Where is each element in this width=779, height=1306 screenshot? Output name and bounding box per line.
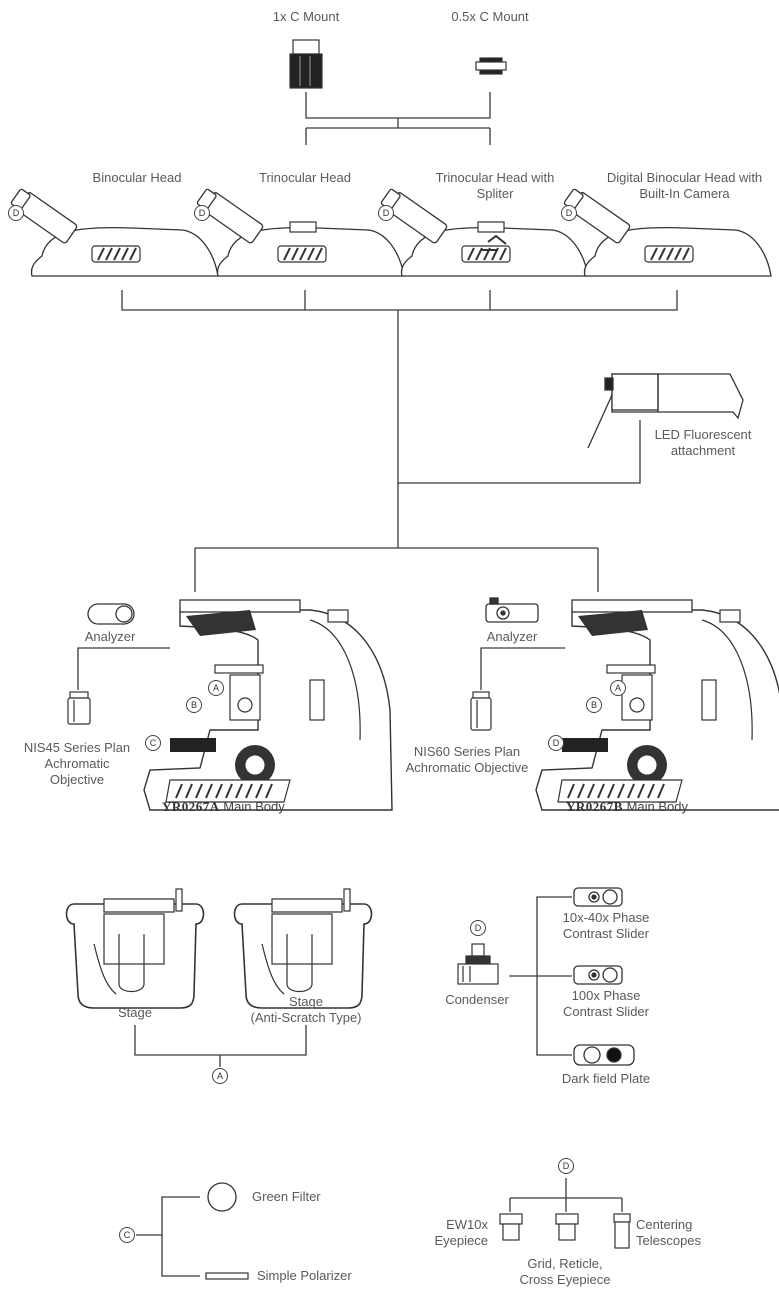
- centering-telescope-drawing: [613, 1213, 631, 1249]
- objective-a-line3: Objective: [49, 772, 105, 787]
- main-body-b-suffix: Main Body: [622, 799, 688, 814]
- marker-d-digital: D: [561, 205, 577, 221]
- centering-line1: Centering: [636, 1217, 693, 1232]
- marker-d-binocular: D: [8, 205, 24, 221]
- objective-b-drawing: [470, 691, 492, 731]
- phase-slider-10x40x-drawing: [573, 887, 623, 907]
- trinocular-splitter-head-label: Trinocular Head with Spliter: [415, 170, 575, 202]
- heads-connector: [121, 290, 678, 548]
- c-mount-1x-drawing: [289, 39, 323, 89]
- marker-b-body-b: B: [586, 697, 602, 713]
- objective-a-connector: [77, 647, 170, 690]
- marker-a-body-b: A: [610, 680, 626, 696]
- marker-d-eyepieces: D: [558, 1158, 574, 1174]
- marker-d-body-b: D: [548, 735, 564, 751]
- led-fluorescent-label: LED Fluorescent attachment: [648, 427, 758, 459]
- stages-connector: [134, 1025, 307, 1067]
- phase-slider-10x40x-label: 10x-40x Phase Contrast Slider: [548, 910, 664, 942]
- filter-connector: [136, 1196, 200, 1277]
- binocular-head-drawing: [8, 185, 219, 277]
- objective-a-label: NIS45 Series Plan Achromatic Objective: [10, 740, 144, 788]
- objective-a-drawing: [67, 691, 91, 725]
- grid-eyepiece-drawing: [555, 1213, 579, 1241]
- stage-anti-scratch-label: Stage (Anti-Scratch Type): [236, 994, 376, 1026]
- eyepiece-connector: [509, 1178, 623, 1212]
- ew10x-eyepiece-label: EW10x Eyepiece: [430, 1217, 488, 1249]
- mount-connector: [305, 92, 491, 145]
- stage-anti-scratch-drawing: [233, 888, 373, 1009]
- phase-slider-10x40x-line2: Contrast Slider: [563, 926, 649, 941]
- fluor-connector: [398, 420, 641, 484]
- main-body-b-label: YR0267B Main Body: [566, 799, 688, 815]
- analyzer-b-drawing: [485, 597, 539, 623]
- dark-field-plate-drawing: [573, 1044, 635, 1066]
- analyzer-b-label: Analyzer: [486, 629, 538, 644]
- analyzer-a-drawing: [87, 603, 135, 625]
- main-body-b-model: YR0267B: [566, 799, 623, 814]
- marker-a-stages: A: [212, 1068, 228, 1084]
- phase-slider-100x-line2: Contrast Slider: [563, 1004, 649, 1019]
- marker-d-condenser: D: [470, 920, 486, 936]
- dark-field-plate-label: Dark field Plate: [561, 1071, 651, 1086]
- centering-telescope-label: Centering Telescopes: [636, 1217, 701, 1249]
- digital-head-line2: Built-In Camera: [639, 186, 730, 201]
- objective-b-line2: Achromatic Objective: [405, 760, 529, 775]
- objective-a-line1: NIS45 Series Plan: [23, 740, 131, 755]
- phase-slider-100x-label: 100x Phase Contrast Slider: [548, 988, 664, 1020]
- condenser-label: Condenser: [445, 992, 509, 1007]
- digital-head-label: Digital Binocular Head with Built-In Cam…: [590, 170, 779, 202]
- ew10x-line1: EW10x: [446, 1217, 488, 1232]
- marker-d-splitter: D: [378, 205, 394, 221]
- phase-slider-10x40x-line1: 10x-40x Phase: [562, 910, 650, 925]
- grid-eyepiece-label: Grid, Reticle, Cross Eyepiece: [500, 1256, 630, 1288]
- condenser-drawing: [457, 943, 499, 985]
- main-body-a-label: YR0267A Main Body: [162, 799, 285, 815]
- stage-drawing: [65, 888, 205, 1009]
- main-body-b-drawing: [535, 599, 779, 811]
- ew10x-eyepiece-drawing: [499, 1213, 523, 1241]
- grid-eyepiece-line2: Cross Eyepiece: [519, 1272, 611, 1287]
- condenser-connector: [509, 896, 572, 1056]
- led-fluorescent-line1: LED Fluorescent: [654, 427, 752, 442]
- green-filter-drawing: [207, 1182, 237, 1212]
- marker-d-trinocular: D: [194, 205, 210, 221]
- green-filter-label: Green Filter: [252, 1189, 321, 1204]
- stage-anti-line1: Stage: [289, 994, 323, 1009]
- trinocular-head-drawing: [194, 185, 405, 277]
- stage-anti-line2: (Anti-Scratch Type): [250, 1010, 362, 1025]
- centering-line2: Telescopes: [636, 1233, 702, 1248]
- trinocular-splitter-line1: Trinocular Head with: [435, 170, 555, 185]
- grid-eyepiece-line1: Grid, Reticle,: [527, 1256, 603, 1271]
- c-mount-05x-drawing: [475, 57, 507, 75]
- c-mount-05x-label: 0.5x C Mount: [451, 9, 529, 24]
- stage-label: Stage: [118, 1005, 152, 1020]
- analyzer-a-label: Analyzer: [84, 629, 136, 644]
- led-fluorescent-drawing: [587, 373, 744, 449]
- objective-b-line1: NIS60 Series Plan: [413, 744, 521, 759]
- objective-a-line2: Achromatic: [44, 756, 110, 771]
- trinocular-splitter-head-drawing: [378, 185, 589, 277]
- main-body-a-model: YR0267A: [162, 799, 220, 814]
- marker-c-filters: C: [119, 1227, 135, 1243]
- c-mount-1x-label: 1x C Mount: [272, 9, 340, 24]
- main-body-a-drawing: [143, 599, 393, 811]
- ew10x-line2: Eyepiece: [434, 1233, 488, 1248]
- marker-a-body-a: A: [208, 680, 224, 696]
- led-fluorescent-line2: attachment: [670, 443, 736, 458]
- trinocular-head-label: Trinocular Head: [258, 170, 351, 185]
- objective-b-label: NIS60 Series Plan Achromatic Objective: [384, 744, 550, 776]
- binocular-head-label: Binocular Head: [92, 170, 182, 185]
- objective-b-connector: [480, 647, 565, 690]
- trinocular-splitter-line2: Spliter: [476, 186, 514, 201]
- simple-polarizer-label: Simple Polarizer: [257, 1268, 352, 1283]
- phase-slider-100x-line1: 100x Phase: [571, 988, 641, 1003]
- digital-head-line1: Digital Binocular Head with: [606, 170, 763, 185]
- simple-polarizer-drawing: [205, 1272, 249, 1280]
- bodies-connector: [194, 547, 599, 592]
- marker-b-body-a: B: [186, 697, 202, 713]
- phase-slider-100x-drawing: [573, 965, 623, 985]
- main-body-a-suffix: Main Body: [219, 799, 285, 814]
- marker-c-body-a: C: [145, 735, 161, 751]
